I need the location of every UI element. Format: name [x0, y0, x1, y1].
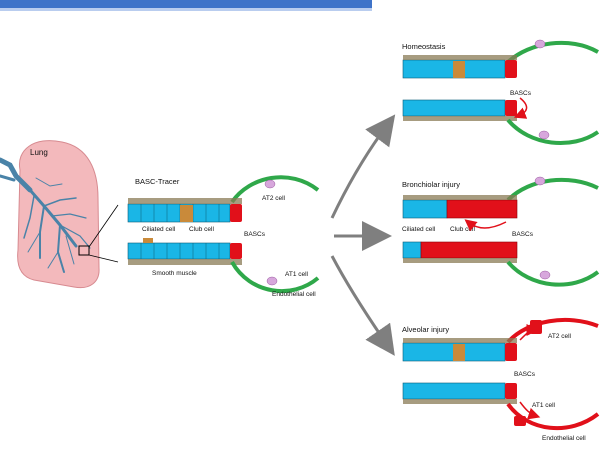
basc-cell — [505, 60, 517, 78]
lung-label: Lung — [30, 148, 48, 157]
basc-cell — [505, 343, 517, 361]
at2-cell — [534, 176, 546, 186]
basc-cell-lower — [505, 100, 517, 116]
bronchiolar-ciliated-label: Ciliated cell — [402, 226, 436, 233]
alveolus-lower — [230, 260, 320, 293]
homeostasis-bascs-label: BASCs — [510, 90, 532, 97]
at2-from-basc — [530, 320, 542, 334]
upper-epithelium — [127, 198, 242, 223]
tracer-endothelial-label: Endothelial cell — [272, 291, 316, 298]
lung-illustration: Lung — [0, 140, 100, 289]
lower-epithelium — [127, 238, 242, 265]
club-cell — [453, 344, 465, 361]
alveolar-panel: Alveolar injury AT2 cell BASCs AT1 cell … — [402, 317, 600, 442]
zoom-box — [78, 245, 90, 256]
alveolar-bascs-label: BASCs — [514, 371, 536, 378]
arrow-to-homeostasis — [330, 114, 396, 219]
zoom-line-bottom — [88, 254, 119, 263]
smooth-muscle-band — [128, 198, 242, 204]
club-cell — [453, 61, 465, 78]
at2-cell-lower — [266, 276, 278, 286]
basc-cell — [230, 204, 242, 222]
bronchiolar-panel: Bronchiolar injury Ciliated cell Club ce… — [402, 176, 600, 287]
club-cell — [180, 205, 193, 222]
basc-cell-lower — [230, 243, 242, 259]
tracer-ciliated-label: Ciliated cell — [142, 226, 176, 233]
tracer-panel: BASC-Tracer AT2 cell Ciliated cell Club … — [127, 175, 320, 298]
airway-tree — [0, 157, 91, 273]
at2-cell — [264, 179, 276, 189]
tracer-bascs-label: BASCs — [244, 231, 266, 238]
homeostasis-title: Homeostasis — [402, 42, 446, 51]
zoom-line-top — [88, 204, 119, 248]
at2-cell-lower — [538, 130, 550, 140]
at1-from-basc — [514, 416, 526, 426]
at2-cell — [534, 39, 546, 49]
regenerated-club-cells — [446, 199, 518, 219]
arrow-to-alveolar — [330, 255, 395, 356]
bronchiolar-club-label: Club cell — [450, 226, 475, 233]
alveolar-title: Alveolar injury — [402, 325, 449, 334]
alveolus-lower-injured — [506, 402, 600, 431]
at2-cell-lower — [539, 270, 551, 280]
header-strip — [0, 0, 372, 8]
homeostasis-panel: Homeostasis BASCs — [402, 39, 600, 145]
tracer-club-label: Club cell — [189, 226, 214, 233]
tracer-at2-label: AT2 cell — [262, 195, 286, 202]
tracer-smooth-muscle-label: Smooth muscle — [152, 270, 197, 277]
basc-cell-lower — [505, 383, 517, 399]
bronchiolar-bascs-label: BASCs — [512, 231, 534, 238]
transition-arrows — [330, 114, 396, 356]
bronchiolar-title: Bronchiolar injury — [402, 180, 460, 189]
alveolar-endothelial-label: Endothelial cell — [542, 435, 586, 442]
header-strip-shadow — [0, 8, 372, 11]
alveolus-upper-injured — [506, 317, 599, 344]
alveolar-at1-label: AT1 cell — [532, 402, 556, 409]
alveolus-upper — [230, 175, 320, 204]
self-renew-arrow — [513, 97, 528, 119]
tracer-title: BASC-Tracer — [135, 177, 180, 186]
tracer-at1-label: AT1 cell — [285, 271, 309, 278]
ciliated-cell — [143, 238, 153, 243]
alveolar-at2-label: AT2 cell — [548, 333, 572, 340]
